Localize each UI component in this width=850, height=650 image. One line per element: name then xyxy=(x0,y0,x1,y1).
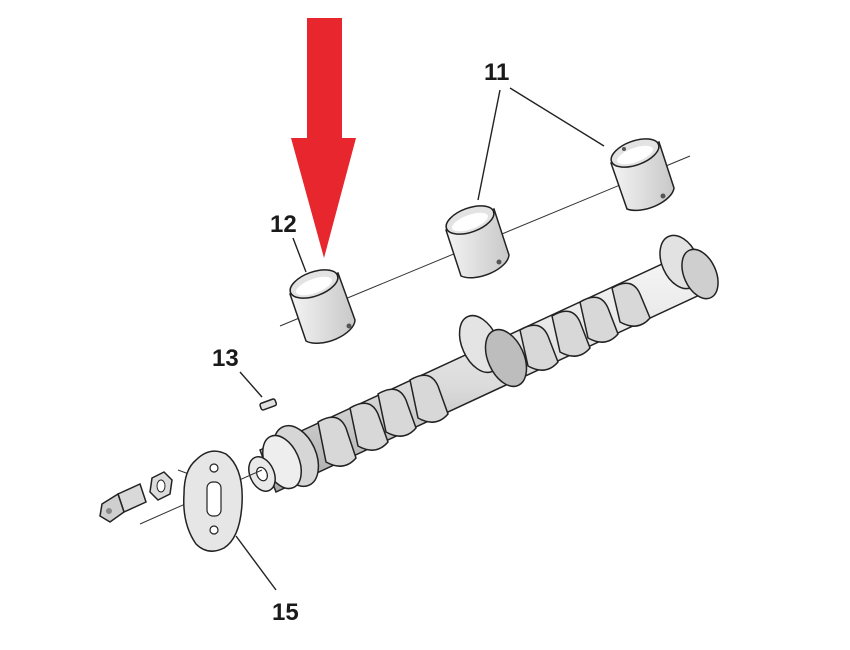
bearing-shell-11a xyxy=(445,205,510,279)
down-arrow-icon xyxy=(291,18,356,258)
leader-line-13 xyxy=(239,371,263,398)
callout-15: 15 xyxy=(272,599,299,626)
leader-line-11a xyxy=(477,89,501,201)
leader-line-15 xyxy=(235,535,277,591)
bolt xyxy=(99,482,147,523)
callout-12: 12 xyxy=(270,211,297,238)
cam-lobes xyxy=(317,282,651,467)
camshaft xyxy=(248,234,719,494)
callout-13: 13 xyxy=(212,345,239,372)
leader-line-11b xyxy=(509,87,605,147)
dowel-pin-13 xyxy=(259,398,278,411)
thrust-plate-15 xyxy=(183,450,243,552)
callout-11: 11 xyxy=(484,59,509,86)
leader-line-12 xyxy=(292,237,307,273)
bearing-shell-11b xyxy=(610,138,675,212)
bearing-shell-12 xyxy=(289,269,356,344)
washer xyxy=(149,471,173,501)
